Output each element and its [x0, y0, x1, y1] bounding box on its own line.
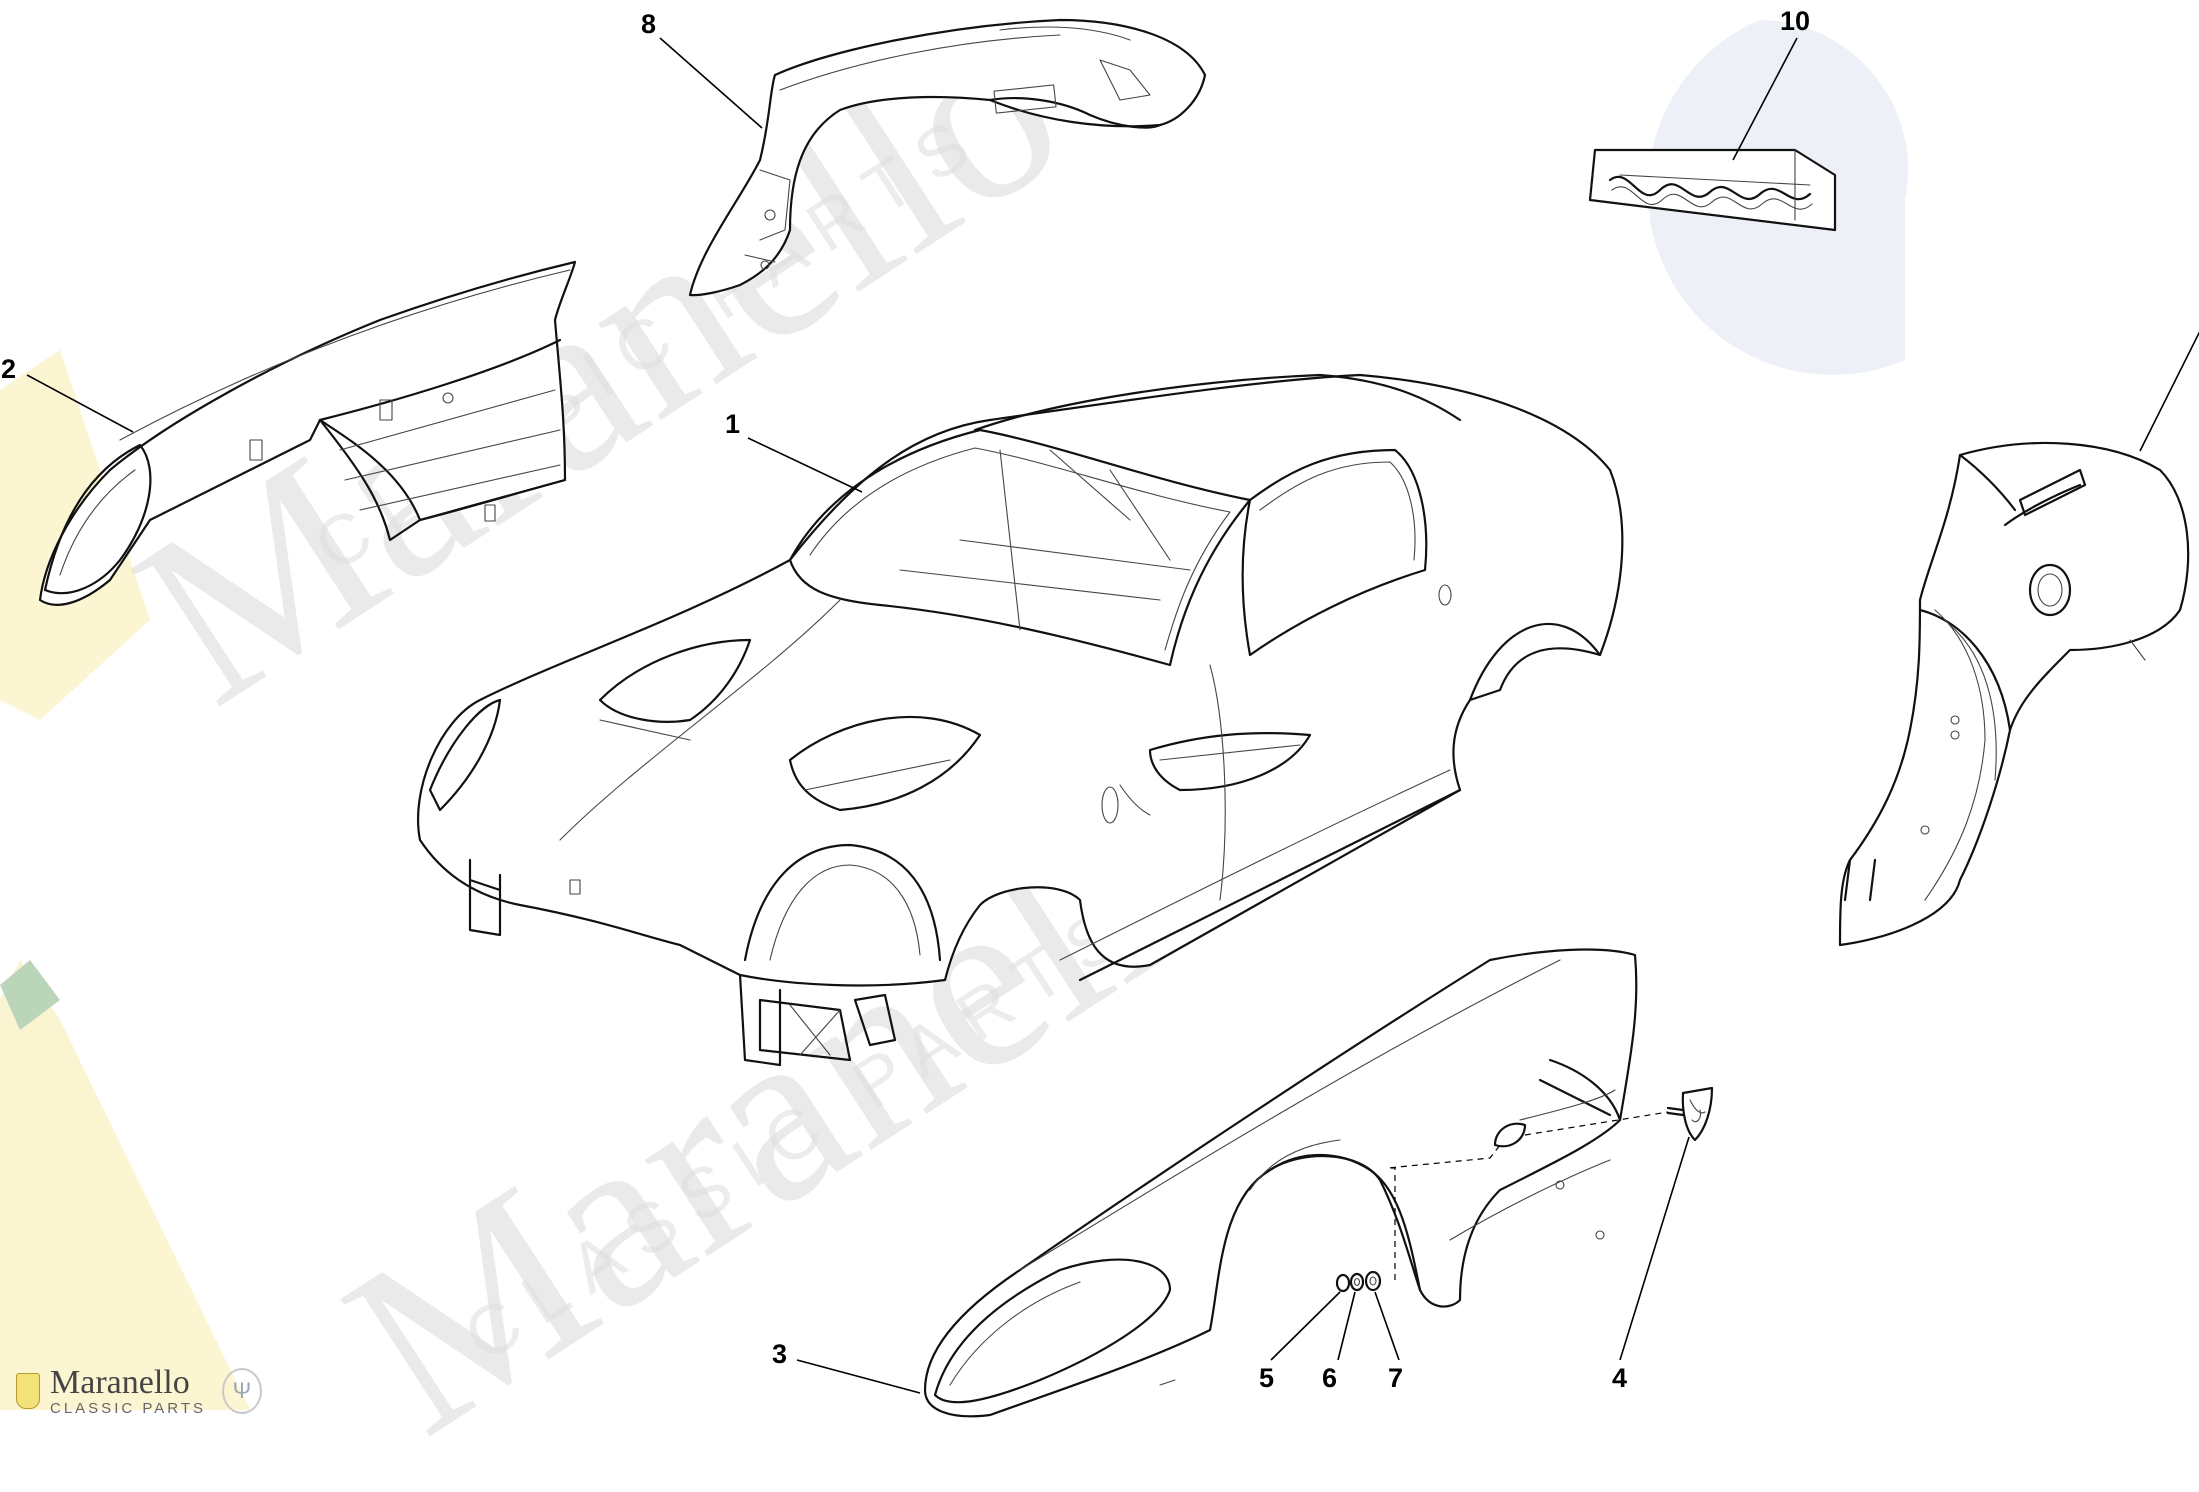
- seal-strip[interactable]: [1588, 148, 1837, 232]
- callout-4[interactable]: 4: [1612, 1363, 1627, 1393]
- front-left-fender[interactable]: [923, 948, 1638, 1418]
- callout-7[interactable]: 7: [1388, 1363, 1403, 1393]
- leader-3: [796, 1359, 921, 1394]
- body-shell[interactable]: [416, 373, 1624, 1067]
- callout-2[interactable]: 2: [1, 354, 16, 384]
- callout-6[interactable]: 6: [1322, 1363, 1337, 1393]
- leader-6: [1337, 1291, 1356, 1361]
- brand-logo: Maranello CLASSIC PARTS Ψ: [16, 1360, 262, 1422]
- leader-4: [1619, 1136, 1690, 1361]
- leader-2: [26, 374, 134, 433]
- callout-8[interactable]: 8: [641, 9, 656, 39]
- nut[interactable]: [1364, 1270, 1382, 1292]
- brand-text: Maranello CLASSIC PARTS: [50, 1363, 206, 1417]
- front-right-fender-inner[interactable]: [38, 260, 577, 606]
- leader-8: [659, 37, 763, 129]
- ferrari-shield-icon: [16, 1373, 40, 1409]
- rear-left-quarter-inner[interactable]: [688, 18, 1207, 297]
- fender-badge[interactable]: [1666, 1086, 1714, 1142]
- brand-sub: CLASSIC PARTS: [50, 1399, 206, 1417]
- leader-5: [1270, 1291, 1341, 1361]
- fastener[interactable]: [1335, 1273, 1351, 1293]
- callout-10[interactable]: 10: [1780, 6, 1810, 36]
- leader-9: [2139, 331, 2199, 452]
- diagram-canvas: 1 2 3 4 5 6 7 8 9 10: [0, 6, 2199, 1418]
- leader-7: [1374, 1291, 1400, 1361]
- rear-right-quarter-panel[interactable]: [1838, 441, 2190, 947]
- callout-3[interactable]: 3: [772, 1339, 787, 1369]
- callout-1[interactable]: 1: [725, 409, 740, 439]
- washer[interactable]: [1349, 1272, 1365, 1292]
- maserati-trident-icon: Ψ: [221, 1368, 262, 1414]
- brand-name: Maranello: [50, 1363, 190, 1401]
- callout-5[interactable]: 5: [1259, 1363, 1274, 1393]
- assembly-line-badge: [1524, 1111, 1669, 1136]
- leader-10: [1732, 37, 1798, 161]
- leader-1: [747, 437, 863, 493]
- shield-watermark-bottom: [0, 960, 250, 1410]
